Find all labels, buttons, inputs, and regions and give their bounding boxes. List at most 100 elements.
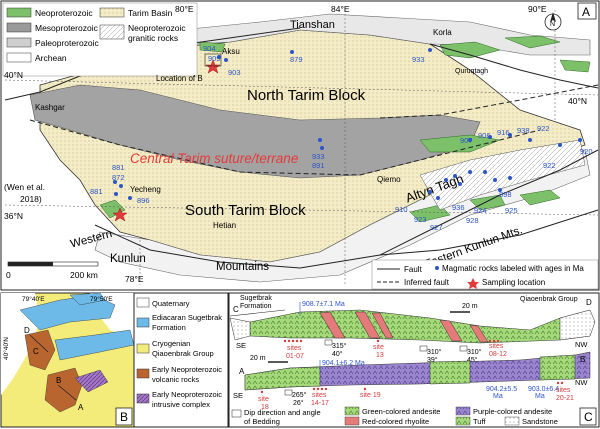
svg-text:sites: sites	[489, 343, 504, 350]
lon-80: 80°E	[175, 4, 194, 14]
age-910: 910	[395, 205, 408, 214]
legend-archean: Archean	[35, 53, 67, 63]
label-kashgar: Kashgar	[35, 103, 65, 112]
scalebar-a: 0 200 km	[6, 261, 99, 280]
svg-text:site: site	[373, 344, 384, 351]
lon-84: 84°E	[331, 4, 350, 14]
svg-text:Tuff: Tuff	[473, 417, 486, 426]
svg-text:Sandstone: Sandstone	[522, 417, 558, 426]
svg-text:Early Neoproterozoic: Early Neoproterozoic	[152, 390, 222, 399]
svg-text:Early Neoproterozoic: Early Neoproterozoic	[152, 365, 222, 374]
legend-granitic-2: granitic rocks	[128, 33, 178, 43]
northern-belt	[179, 13, 591, 56]
b-lat: 40°40'N	[2, 337, 10, 360]
svg-text:of Bedding: of Bedding	[244, 417, 280, 426]
legend-a: Neoproterozoic Mesoproterozoic Paleoprot…	[2, 2, 198, 77]
svg-text:A: A	[239, 367, 245, 376]
svg-text:Qiaoenbrak Group: Qiaoenbrak Group	[152, 349, 214, 358]
b-lon-left: 79°40'E	[22, 295, 45, 303]
age-903: 903	[228, 68, 241, 77]
svg-text:intrusive complex: intrusive complex	[152, 400, 210, 409]
svg-text:310°: 310°	[467, 348, 482, 356]
svg-text:Cryogenian: Cryogenian	[152, 339, 190, 348]
lon-90: 90°E	[528, 4, 547, 14]
svg-text:01-07: 01-07	[286, 353, 304, 360]
label-north-tarim: North Tarim Block	[247, 87, 366, 104]
svg-text:NW: NW	[575, 340, 588, 349]
svg-text:Ma: Ma	[493, 393, 503, 400]
svg-text:20 m: 20 m	[462, 303, 478, 310]
svg-text:Sugetbrak: Sugetbrak	[240, 295, 272, 302]
svg-text:Formation: Formation	[240, 303, 272, 310]
label-mountains: Mountains	[216, 261, 269, 273]
svg-text:Ediacaran Sugetbrak: Ediacaran Sugetbrak	[152, 313, 222, 322]
svg-text:SE: SE	[233, 391, 243, 400]
svg-text:SE: SE	[236, 341, 246, 350]
label-wen-1: (Wen et al.	[4, 182, 45, 192]
svg-text:45°: 45°	[467, 356, 478, 364]
panel-c: C D Sugetbrak Formation Qiaoenbrak Group…	[228, 292, 600, 428]
svg-text:310°: 310°	[427, 348, 442, 356]
svg-text:26°: 26°	[293, 399, 304, 407]
lat-40-left: 40°N	[4, 70, 23, 80]
svg-text:13: 13	[376, 352, 384, 359]
sites-bot: site 18 sites 14-17 site 19 sites 20-21	[258, 381, 574, 411]
svg-text:265°: 265°	[292, 391, 307, 399]
svg-text:NW: NW	[575, 378, 588, 387]
age-904: 904	[203, 44, 216, 53]
svg-text:Formation: Formation	[152, 323, 186, 332]
age-933b: 933	[312, 152, 325, 161]
lon-78: 78°E	[125, 274, 144, 284]
svg-text:18: 18	[261, 404, 269, 411]
lat-36: 36°N	[4, 211, 23, 221]
label-quruqtagh: Quruqtagh	[455, 68, 488, 75]
svg-text:40°: 40°	[332, 350, 343, 358]
svg-text:Quaternary: Quaternary	[152, 299, 190, 308]
age-881a: 881	[112, 163, 125, 172]
north-label: N	[550, 21, 555, 28]
age-881b: 881	[90, 187, 103, 196]
svg-text:Qiaoenbrak Group: Qiaoenbrak Group	[520, 296, 578, 303]
label-south-tarim: South Tarim Block	[185, 202, 306, 219]
label-wen-2: 2018)	[20, 194, 42, 204]
age-922a: 922	[537, 124, 550, 133]
age-925: 925	[505, 206, 518, 215]
age-923: 923	[414, 215, 427, 224]
label-tianshan: Tianshan	[290, 19, 335, 31]
svg-text:908.7±7.1 Ma: 908.7±7.1 Ma	[302, 301, 345, 308]
age-872: 872	[112, 173, 125, 182]
panel-b-letter: B	[120, 410, 128, 424]
b-point-d: D	[24, 326, 30, 335]
age-879: 879	[290, 55, 303, 64]
age-924: 924	[474, 206, 487, 215]
svg-text:20-21: 20-21	[556, 395, 574, 402]
svg-text:sites: sites	[287, 345, 302, 352]
panel-c-letter: C	[584, 410, 593, 424]
lat-40-right: 40°N	[568, 96, 587, 106]
age-891: 891	[312, 161, 325, 170]
legend-inferred: Inferred fault	[404, 278, 450, 287]
svg-text:site: site	[258, 396, 269, 403]
granitic-area	[419, 139, 586, 211]
svg-text:Purple-colored andesite: Purple-colored andesite	[473, 407, 552, 416]
svg-text:site 19: site 19	[360, 392, 381, 399]
age-907: 907	[460, 136, 473, 145]
svg-text:20 m: 20 m	[250, 355, 266, 362]
magmatic-dots	[113, 48, 582, 200]
age-936: 936	[452, 203, 465, 212]
b-point-c: C	[33, 347, 39, 356]
age-labels: 909 904 903 879 933 933 891 907 906 916 …	[90, 44, 593, 232]
label-location-b: Location of B	[156, 74, 203, 83]
label-aksu: Aksu	[222, 47, 240, 56]
label-hetian: Hetian	[213, 221, 236, 230]
legend-c: Dip direction and angle of Bedding Green…	[231, 406, 558, 426]
svg-text:volcanic rocks: volcanic rocks	[152, 375, 199, 384]
age-920: 920	[580, 147, 593, 156]
svg-text:315°: 315°	[332, 342, 347, 350]
svg-text:sites: sites	[556, 387, 571, 394]
panel-a-letter: A	[582, 5, 590, 19]
age-922b: 922	[543, 161, 556, 170]
legend-basin: Tarim Basin	[128, 8, 173, 18]
svg-text:904.1±6.2 Ma: 904.1±6.2 Ma	[322, 360, 365, 367]
